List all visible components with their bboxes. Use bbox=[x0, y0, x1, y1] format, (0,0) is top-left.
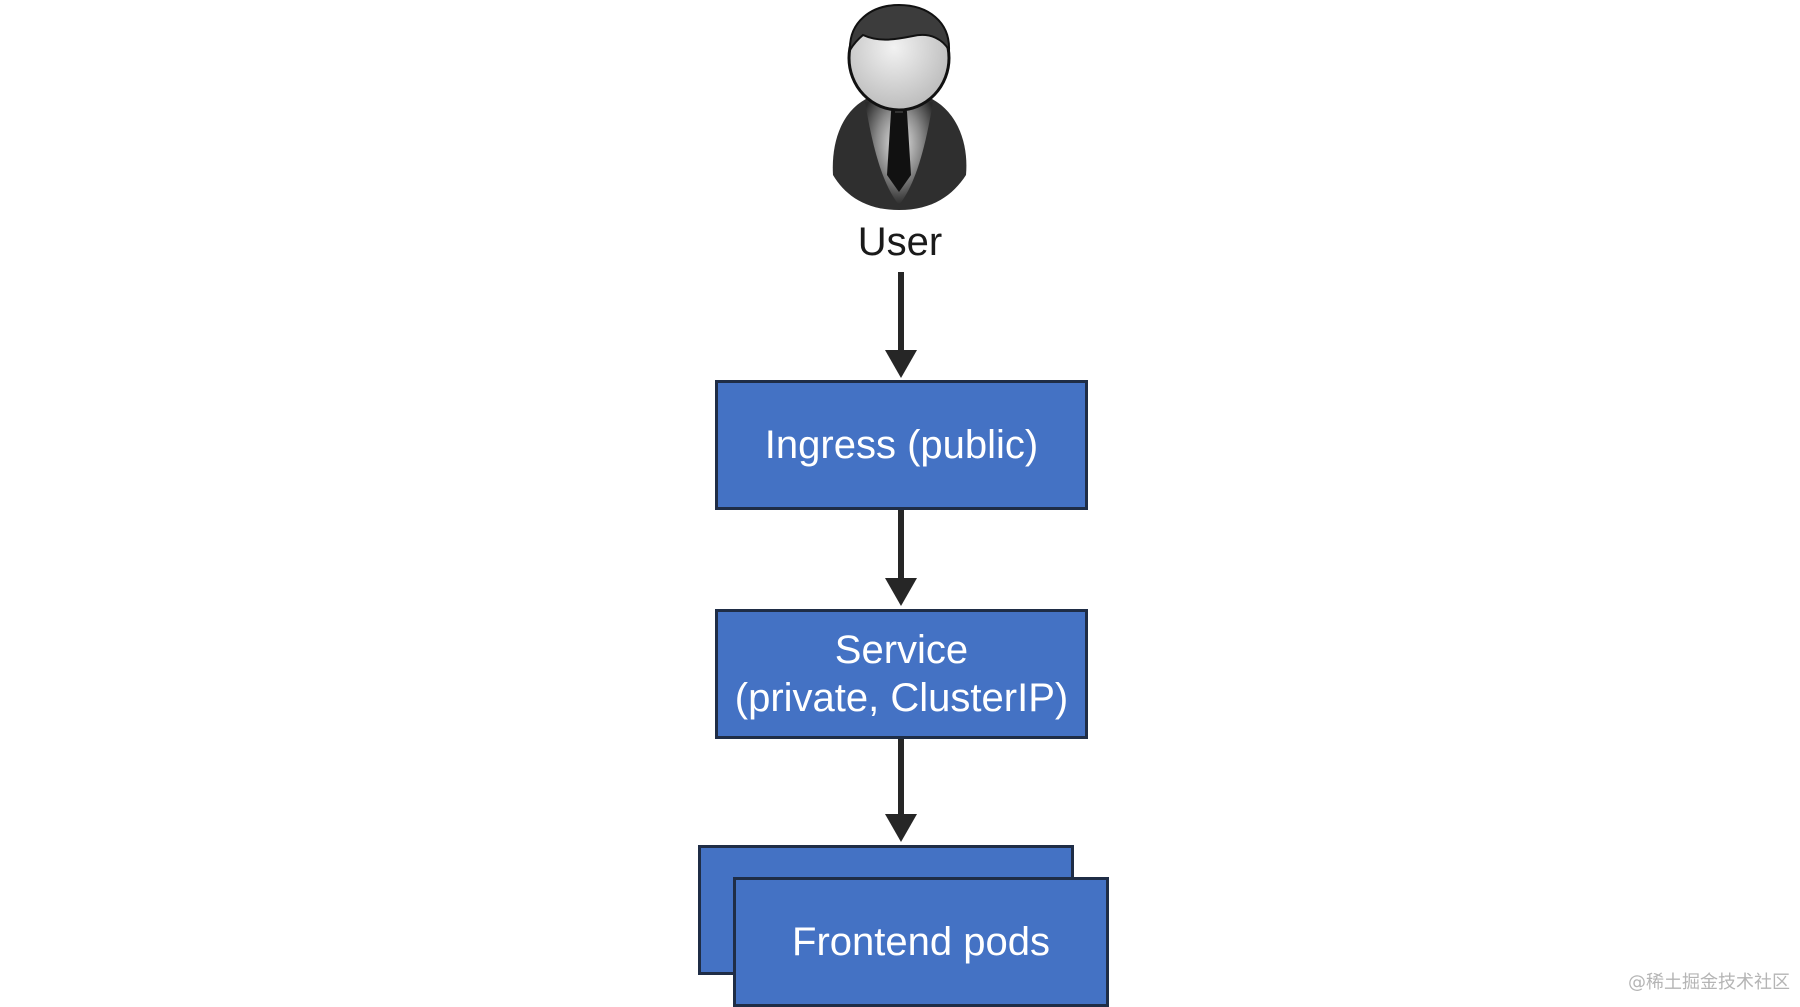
service-box: Service (private, ClusterIP) bbox=[715, 609, 1088, 739]
pods-box-front: Frontend pods bbox=[733, 877, 1109, 1007]
watermark: @稀土掘金技术社区 bbox=[1628, 972, 1790, 993]
pods-label: Frontend pods bbox=[792, 920, 1050, 964]
ingress-box: Ingress (public) bbox=[715, 380, 1088, 510]
ingress-label: Ingress (public) bbox=[764, 423, 1039, 467]
user-icon bbox=[832, 3, 967, 210]
arrow-service-to-pods bbox=[885, 739, 917, 842]
service-label-line2: (private, ClusterIP) bbox=[734, 676, 1069, 720]
arrow-user-to-ingress bbox=[885, 272, 917, 378]
arrow-ingress-to-service bbox=[885, 510, 917, 606]
user-label: User bbox=[857, 220, 943, 264]
service-label-line1: Service bbox=[834, 628, 969, 672]
